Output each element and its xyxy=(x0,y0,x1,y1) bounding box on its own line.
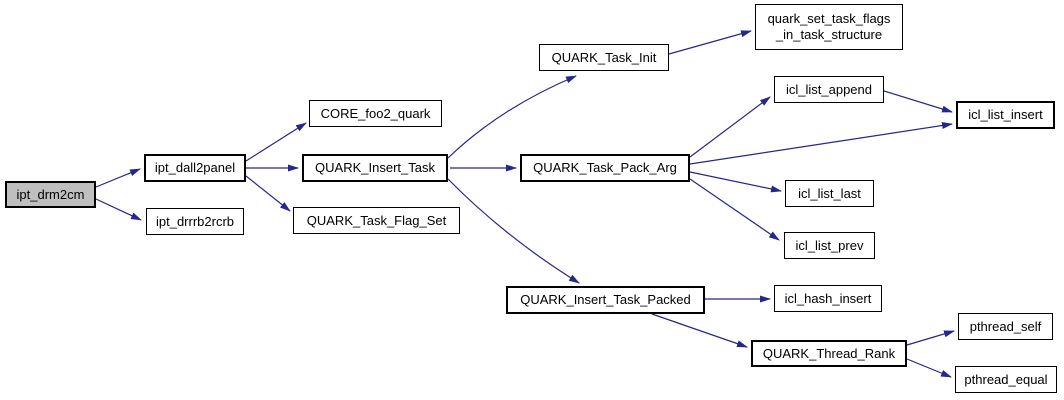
edge-QUARK_Insert_Task_Packed-to-QUARK_Thread_Rank xyxy=(651,313,748,348)
graph-node-icl_hash_insert[interactable]: icl_hash_insert xyxy=(774,285,882,312)
node-label: ipt_drrrb2rcrb xyxy=(155,213,235,229)
edge-QUARK_Insert_Task-to-QUARK_Insert_Task_Packed xyxy=(447,178,580,284)
node-label: QUARK_Insert_Task_Packed xyxy=(520,292,691,308)
edge-ipt_dall2panel-to-QUARK_Task_Flag_Set xyxy=(245,175,291,212)
graph-node-QUARK_Insert_Task[interactable]: QUARK_Insert_Task xyxy=(302,154,448,182)
node-label: CORE_foo2_quark xyxy=(320,105,431,121)
graph-node-QUARK_Task_Init[interactable]: QUARK_Task_Init xyxy=(539,44,669,71)
edge-ipt_drm2cm-to-ipt_dall2panel xyxy=(95,168,141,188)
node-label: QUARK_Insert_Task xyxy=(315,160,435,176)
node-label: ipt_dall2panel xyxy=(154,160,236,176)
graph-node-icl_list_last[interactable]: icl_list_last xyxy=(785,180,874,207)
graph-node-QUARK_Insert_Task_Packed[interactable]: QUARK_Insert_Task_Packed xyxy=(506,286,705,314)
graph-node-CORE_foo2_quark[interactable]: CORE_foo2_quark xyxy=(309,100,442,127)
graph-node-pthread_equal[interactable]: pthread_equal xyxy=(955,366,1057,393)
graph-node-icl_list_insert[interactable]: icl_list_insert xyxy=(956,101,1055,129)
node-label: icl_list_prev xyxy=(795,237,864,253)
edge-QUARK_Task_Init-to-quark_set_task_flags_in_task_structure xyxy=(668,30,752,55)
node-label: QUARK_Task_Init xyxy=(551,49,657,65)
node-label: QUARK_Task_Pack_Arg xyxy=(533,160,677,176)
graph-node-ipt_dall2panel[interactable]: ipt_dall2panel xyxy=(144,154,246,182)
edge-QUARK_Task_Pack_Arg-to-icl_list_prev xyxy=(689,178,780,241)
node-label: icl_hash_insert xyxy=(784,290,872,306)
edge-ipt_dall2panel-to-CORE_foo2_quark xyxy=(245,122,307,162)
graph-node-icl_list_append[interactable]: icl_list_append xyxy=(774,76,884,103)
edge-QUARK_Thread_Rank-to-pthread_self xyxy=(906,330,955,346)
graph-node-ipt_drm2cm[interactable]: ipt_drm2cm xyxy=(5,181,96,208)
node-label: ipt_drm2cm xyxy=(16,186,85,202)
node-label: QUARK_Thread_Rank xyxy=(762,345,896,361)
edge-icl_list_append-to-icl_list_insert xyxy=(883,90,953,113)
graph-node-QUARK_Task_Pack_Arg[interactable]: QUARK_Task_Pack_Arg xyxy=(520,154,690,182)
node-label: QUARK_Task_Flag_Set xyxy=(306,212,447,228)
graph-node-QUARK_Task_Flag_Set[interactable]: QUARK_Task_Flag_Set xyxy=(293,207,460,234)
edge-QUARK_Thread_Rank-to-pthread_equal xyxy=(906,358,952,378)
node-label: pthread_self xyxy=(969,318,1042,334)
graph-node-ipt_drrrb2rcrb[interactable]: ipt_drrrb2rcrb xyxy=(146,208,244,235)
graph-node-quark_set_task_flags_in_task_structure[interactable]: quark_set_task_flags_in_task_structure xyxy=(755,4,903,50)
node-label-line: _in_task_structure xyxy=(775,27,883,42)
edge-QUARK_Task_Pack_Arg-to-icl_list_last xyxy=(689,171,782,193)
edge-ipt_drm2cm-to-ipt_drrrb2rcrb xyxy=(95,198,142,221)
graph-node-icl_list_prev[interactable]: icl_list_prev xyxy=(784,232,875,259)
graph-node-QUARK_Thread_Rank[interactable]: QUARK_Thread_Rank xyxy=(751,340,907,367)
node-label: icl_list_append xyxy=(785,81,872,97)
node-label: pthread_equal xyxy=(964,371,1048,387)
node-label: icl_list_last xyxy=(798,185,861,201)
edge-QUARK_Task_Pack_Arg-to-icl_list_insert xyxy=(689,122,953,165)
node-label: icl_list_insert xyxy=(968,107,1043,123)
node-label-line: quark_set_task_flags xyxy=(767,11,891,27)
edge-QUARK_Task_Pack_Arg-to-icl_list_append xyxy=(689,96,771,158)
edge-QUARK_Insert_Task-to-QUARK_Task_Init xyxy=(447,75,577,159)
graph-node-pthread_self[interactable]: pthread_self xyxy=(958,313,1053,340)
